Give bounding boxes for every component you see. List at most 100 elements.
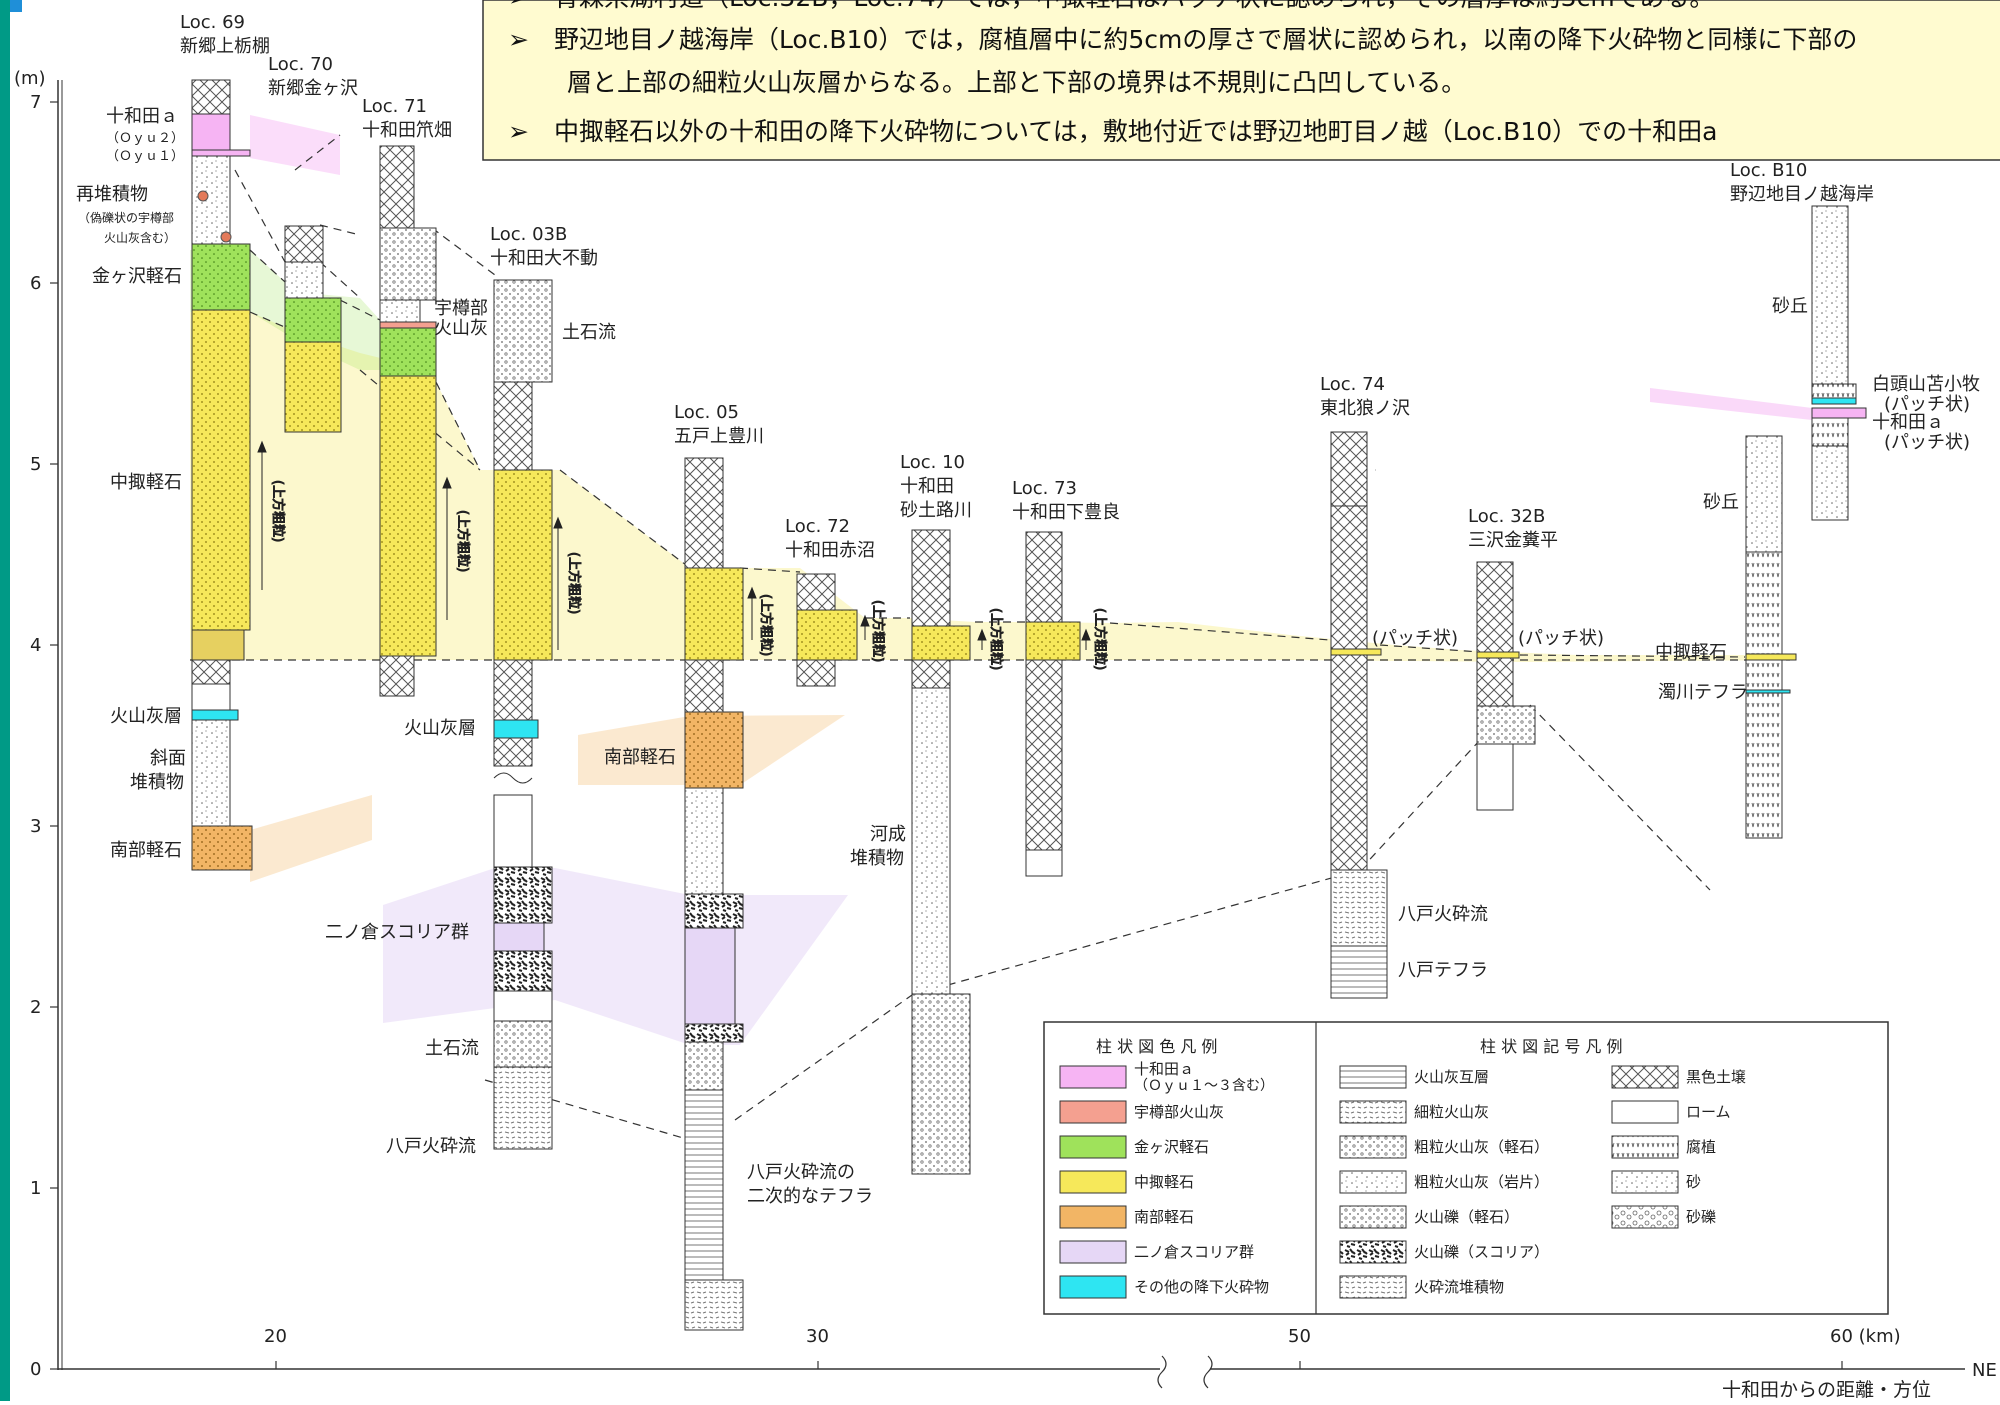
y-tick-label: 0	[30, 1359, 41, 1380]
label-upward-05: (上方粗粒)	[758, 594, 774, 656]
column-loc03b	[493, 279, 553, 1150]
coarse-ash-pumice-icon	[1339, 1135, 1407, 1159]
note-line-4: ➢ 中掫軽石以外の十和田の降下火砕物については，敷地付近では野辺地町目ノ越（Lo…	[508, 117, 1717, 146]
label-secondary-1: 八戸火砕流の	[747, 1162, 855, 1183]
loc74-name: 東北狼ノ沢	[1320, 398, 1410, 419]
loc69-name: 新郷上栃棚	[180, 36, 270, 57]
label-redep: 再堆積物	[76, 184, 148, 205]
loc03b-id: Loc. 03B	[490, 224, 567, 245]
x-axis-title: 十和田からの距離・方位	[1722, 1379, 1931, 1401]
correlation-lines	[190, 134, 1790, 1141]
label-kazanbai-03b: 火山灰層	[404, 718, 476, 739]
label-upward-71: (上方粗粒)	[455, 510, 471, 572]
legend-symbol-label: 火山礫（スコリア）	[1414, 1243, 1549, 1261]
band-towada-a	[250, 115, 340, 175]
legend-symbol-title: 柱 状 図 記 号 凡 例	[1480, 1037, 1623, 1056]
band-nanbu-left	[250, 795, 372, 882]
legend-color-label: その他の降下火砕物	[1134, 1278, 1269, 1296]
column-locb10	[1811, 205, 1867, 521]
band-chuseri	[190, 312, 1790, 662]
legend-color-title: 柱 状 図 色 凡 例	[1096, 1037, 1217, 1056]
loc32b-id: Loc. 32B	[1468, 506, 1545, 527]
legend-symbol-label: ローム	[1686, 1103, 1731, 1121]
loc73-name: 十和田下豊良	[1012, 502, 1120, 523]
note-box: ➢ 青森県湖村道（Loc.32B，Loc.74）では，中掫軽石はパッチ状に認めら…	[482, 0, 2000, 161]
loc69-id: Loc. 69	[180, 12, 245, 33]
label-upward-69: (上方粗粒)	[270, 480, 286, 542]
label-kasei-1: 河成	[870, 824, 906, 845]
label-kanegasawa: 金ヶ沢軽石	[92, 266, 182, 287]
loc05-id: Loc. 05	[674, 402, 739, 423]
column-loc71	[379, 145, 437, 697]
label-towada-a: 十和田ａ	[106, 106, 178, 127]
column-loc73	[1025, 531, 1081, 877]
legend-color-swatch	[1059, 1100, 1127, 1124]
label-hachinohe-pf-74: 八戸火砕流	[1398, 904, 1488, 925]
column-loc72	[796, 573, 858, 687]
column-loc74	[1330, 431, 1388, 999]
locb10-id: Loc. B10	[1730, 160, 1807, 181]
loc72-name: 十和田赤沼	[785, 540, 875, 561]
y-tick-label: 5	[30, 454, 41, 475]
y-tick-label: 4	[30, 635, 41, 656]
y-tick-label: 3	[30, 816, 41, 837]
band-towada-a-b10	[1650, 388, 1812, 420]
layer-labels: 十和田ａ （Ｏｙｕ２） （Ｏｙｕ１） 再堆積物 （偽礫状の宇樽部 火山灰含む） …	[76, 106, 1980, 1207]
loc71-name: 十和田笊畑	[362, 120, 452, 141]
y-tick-label: 1	[30, 1178, 41, 1199]
legend-symbol-label: 火山灰互層	[1414, 1068, 1489, 1086]
y-tick-label: 7	[30, 92, 41, 113]
locb10-name: 野辺地目ノ越海岸	[1730, 184, 1874, 205]
legend-color-label: 金ヶ沢軽石	[1134, 1138, 1209, 1156]
coarse-ash-lithic-icon	[1339, 1170, 1407, 1194]
column-loc05	[684, 457, 744, 1331]
legend-symbol-label: 細粒火山灰	[1414, 1103, 1489, 1121]
column-loc69	[191, 79, 253, 871]
label-kasei-2: 堆積物	[850, 848, 904, 869]
label-chuseri-b10: 中掫軽石	[1655, 642, 1727, 663]
label-shamen-1: 斜面	[150, 748, 186, 769]
label-patch-74: (パッチ状)	[1372, 628, 1458, 649]
upward-coarsening-markers: (上方粗粒) (上方粗粒) (上方粗粒) (上方粗粒) (上方粗粒) (上方粗粒…	[257, 440, 1109, 671]
legend-color-label: 中掫軽石	[1134, 1173, 1194, 1191]
legend-symbol-label: 砂礫	[1686, 1208, 1716, 1226]
column-loc32b	[1476, 561, 1536, 811]
legend-symbol-label: 腐植	[1686, 1138, 1716, 1156]
x-tick-label: 20	[264, 1326, 287, 1347]
lapilli-pumice-icon	[1339, 1205, 1407, 1229]
legend-symbol-label: 粗粒火山灰（軽石）	[1414, 1138, 1549, 1156]
column-loc70	[284, 225, 342, 433]
loc73-id: Loc. 73	[1012, 478, 1077, 499]
label-redep-sub1: （偽礫状の宇樽部	[78, 210, 174, 225]
legend-color-swatch	[1059, 1135, 1127, 1159]
legend-color-swatch	[1059, 1240, 1127, 1264]
loc70-id: Loc. 70	[268, 54, 333, 75]
legend-symbol-label: 黒色土壌	[1686, 1068, 1746, 1086]
y-tick-label: 2	[30, 997, 41, 1018]
legend-symbol-label: 砂	[1686, 1173, 1701, 1191]
loc10-name1: 十和田	[900, 476, 954, 497]
label-kazanbai: 火山灰層	[110, 706, 182, 727]
loc32b-name: 三沢金糞平	[1468, 530, 1558, 551]
note-line-1: ➢ 青森県湖村道（Loc.32B，Loc.74）では，中掫軽石はパッチ状に認めら…	[508, 0, 1714, 12]
legend-color-label: 南部軽石	[1134, 1208, 1194, 1226]
label-upward-10: (上方粗粒)	[988, 608, 1004, 670]
legend-color-label-sub: （Ｏｙｕ１～３含む）	[1134, 1078, 1274, 1094]
legend-color-label: 十和田ａ	[1134, 1060, 1194, 1078]
label-utarube-1: 宇樽部	[434, 298, 488, 319]
label-baekdu-tomakomai: 白頭山苫小牧	[1872, 374, 1980, 395]
label-upward-72: (上方粗粒)	[870, 600, 886, 662]
loc74-id: Loc. 74	[1320, 374, 1385, 395]
column-loc10	[911, 529, 971, 1175]
label-upward-03b: (上方粗粒)	[566, 552, 582, 614]
label-patch-1: (パッチ状)	[1884, 394, 1970, 415]
legend-color-label: 二ノ倉スコリア群	[1134, 1243, 1254, 1261]
label-sakyu: 砂丘	[1772, 296, 1808, 317]
loam-icon	[1611, 1100, 1679, 1124]
loc71-id: Loc. 71	[362, 96, 427, 117]
label-hachinohe-tephra: 八戸テフラ	[1398, 960, 1488, 981]
column-locb10-lower	[1745, 435, 1797, 839]
label-doseki-2: 土石流	[425, 1038, 479, 1059]
direction-label: NE	[1972, 1360, 1997, 1381]
x-tick-label: 60 (km)	[1830, 1326, 1901, 1347]
